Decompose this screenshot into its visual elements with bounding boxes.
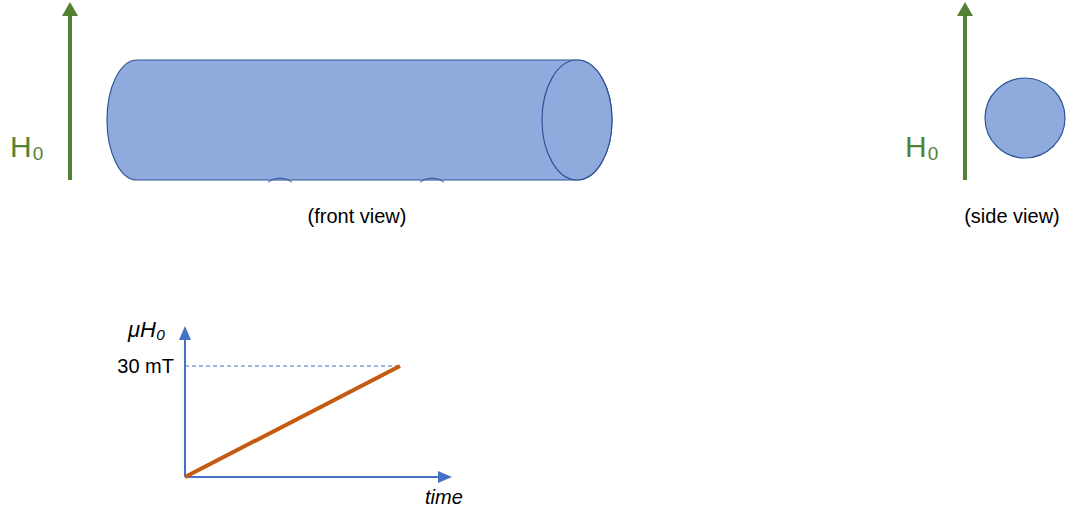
cylinder-section xyxy=(985,78,1065,158)
field-arrow xyxy=(963,12,967,180)
axis-label: μH₀ xyxy=(128,318,165,342)
field-label: H₀ xyxy=(10,130,44,163)
view-caption: (side view) xyxy=(964,205,1060,227)
arrow-head xyxy=(957,2,973,16)
view-caption: (front view) xyxy=(308,205,407,227)
ramp-graph xyxy=(179,326,452,483)
field-label: H₀ xyxy=(905,130,939,163)
axis-label: time xyxy=(425,486,463,508)
field-arrow xyxy=(68,12,72,180)
value-label: 30 mT xyxy=(117,355,174,377)
cylinder xyxy=(107,60,612,182)
arrow-head xyxy=(62,2,78,16)
